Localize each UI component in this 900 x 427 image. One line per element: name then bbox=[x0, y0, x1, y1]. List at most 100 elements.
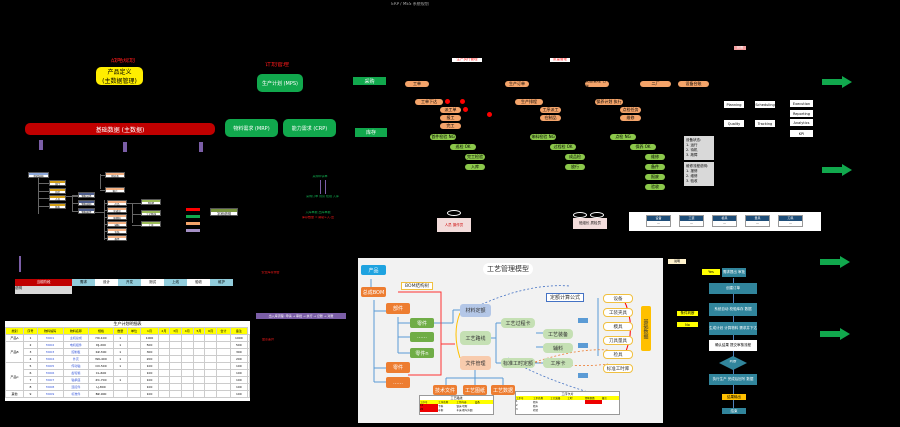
mrp-box[interactable]: 物料需求 (MRP) bbox=[225, 119, 278, 137]
model-file-mgmt[interactable]: 文件管理 bbox=[460, 356, 491, 370]
phase-item[interactable]: 设计 bbox=[95, 279, 118, 286]
tree-node[interactable]: 包装 bbox=[107, 228, 127, 234]
model-green-1[interactable]: 零件 bbox=[410, 318, 434, 328]
tree-node[interactable]: 客户 bbox=[105, 187, 125, 193]
tree-node[interactable]: 岗位 bbox=[49, 187, 66, 194]
flow-step-4[interactable]: 生成计划 计算物料 需求并下达 bbox=[709, 322, 757, 335]
tree-node[interactable]: 角色 bbox=[49, 202, 66, 209]
purchase-tag[interactable]: 采购 bbox=[353, 77, 386, 85]
crp-box[interactable]: 能力需求 (CRP) bbox=[283, 119, 336, 137]
model-green-3[interactable]: 零件n bbox=[410, 348, 434, 358]
flow-green-pill[interactable]: 保养 OK bbox=[630, 144, 656, 150]
model-output-3[interactable]: 工艺数据 bbox=[491, 385, 515, 395]
flow-gold-step[interactable]: 结果输出 bbox=[722, 394, 746, 400]
model-standard-hours[interactable]: 标准工时定额 bbox=[501, 358, 535, 368]
flow-step-5[interactable]: 确认结果 提交审核流程 bbox=[709, 340, 757, 351]
tree-node[interactable]: 备件 bbox=[107, 235, 127, 241]
tree-node[interactable]: 辅料 bbox=[107, 221, 127, 227]
module-card[interactable]: 模具— bbox=[712, 215, 737, 227]
flow-green-pill[interactable]: 巡检 OK bbox=[450, 144, 476, 150]
flow-pill[interactable]: 维修 bbox=[620, 115, 641, 121]
model-part-2[interactable]: 零件 bbox=[386, 362, 410, 373]
process-box[interactable]: Quality bbox=[724, 120, 744, 127]
flow-pill[interactable]: 点检任务 bbox=[620, 107, 641, 113]
tree-node[interactable]: 供应商 bbox=[105, 172, 125, 178]
mps-box[interactable]: 生产计划 (MPS) bbox=[257, 74, 303, 92]
flow-green-pill[interactable]: 首件检验 NG bbox=[430, 134, 456, 140]
flow-pill[interactable]: 派工单 bbox=[440, 107, 461, 113]
flow-decision[interactable] bbox=[719, 356, 747, 370]
model-equipment-res[interactable]: 工艺装备 bbox=[543, 329, 573, 339]
flow-step-3[interactable]: 系统自动 校验库存 数据 bbox=[709, 303, 757, 316]
tree-node[interactable]: 工艺路线 bbox=[141, 210, 161, 216]
model-resource-item[interactable]: 刀具量具 bbox=[603, 336, 633, 345]
flow-pill[interactable]: 完工 bbox=[440, 123, 461, 129]
model-resource-item[interactable]: 模具 bbox=[603, 322, 633, 331]
process-box[interactable]: Analytics bbox=[790, 119, 813, 126]
flow-green-pill[interactable]: 报废 bbox=[645, 174, 665, 180]
model-material-quota[interactable]: 材料定额 bbox=[460, 304, 491, 317]
flow-column-head[interactable]: 设备管理 台账 bbox=[585, 78, 609, 89]
tree-node[interactable]: 部门 bbox=[49, 180, 66, 186]
pill-plant2[interactable]: 二厂 bbox=[640, 81, 671, 87]
model-output-1[interactable]: 技术文件 bbox=[433, 385, 457, 395]
flow-green-pill[interactable]: 过程检 OK bbox=[550, 144, 576, 150]
module-card[interactable]: 设备— bbox=[646, 215, 671, 227]
tree-node[interactable]: 产品 bbox=[107, 200, 127, 206]
flow-green-pill[interactable]: 验收 bbox=[645, 184, 665, 190]
module-card[interactable]: 刀具— bbox=[778, 215, 803, 227]
tree-node[interactable]: BOM bbox=[141, 199, 161, 205]
phase-active[interactable]: 当前阶段 bbox=[15, 279, 72, 286]
flow-column-head[interactable]: 工单 bbox=[405, 81, 429, 87]
flow-column-head[interactable]: 生产订单 bbox=[505, 81, 529, 87]
phase-item[interactable]: 上线 bbox=[164, 279, 187, 286]
model-green-2[interactable]: …… bbox=[410, 332, 434, 342]
model-top-bom[interactable]: 总成BOM bbox=[361, 287, 386, 297]
model-resource-item[interactable]: 检具 bbox=[603, 350, 633, 359]
model-output-2[interactable]: 工艺图纸 bbox=[463, 385, 487, 395]
model-op-card[interactable]: 工序卡 bbox=[543, 358, 573, 368]
model-part-3[interactable]: …… bbox=[386, 377, 410, 388]
tree-node[interactable]: 组织结构 bbox=[28, 172, 49, 178]
phase-item[interactable]: 维护 bbox=[210, 279, 233, 286]
flow-pill[interactable]: 保养计划 执行 bbox=[595, 99, 623, 105]
phase-item[interactable]: 需求 bbox=[72, 279, 95, 286]
tree-node[interactable]: 物料编码 bbox=[78, 200, 95, 206]
flow-pill[interactable]: 在制品 bbox=[540, 115, 561, 121]
phase-item[interactable]: 验收 bbox=[187, 279, 210, 286]
model-aux-material[interactable]: 辅料 bbox=[543, 343, 573, 353]
process-box[interactable]: Execution bbox=[790, 100, 813, 107]
phase-item[interactable]: 测试 bbox=[141, 279, 164, 286]
product-definition-box[interactable]: 产品定义 (主数据管理) bbox=[96, 67, 143, 85]
flow-step-1[interactable]: 需求提出 审批 bbox=[722, 268, 746, 277]
model-resource-item[interactable]: 标准工时库 bbox=[603, 364, 633, 373]
phase-item[interactable]: 开发 bbox=[118, 279, 141, 286]
tree-node[interactable]: 半成品 bbox=[107, 207, 127, 213]
model-part-1[interactable]: 部件 bbox=[386, 303, 410, 314]
process-box[interactable]: Reporting bbox=[790, 110, 813, 117]
flow-green-pill[interactable]: 点检 NG bbox=[610, 134, 636, 140]
tree-node[interactable]: 物料属性 bbox=[78, 208, 95, 214]
flow-green-pill[interactable]: 备件 bbox=[645, 164, 665, 170]
model-resource-item[interactable]: 工装夹具 bbox=[603, 308, 633, 317]
tree-node[interactable]: 原材料 bbox=[107, 214, 127, 220]
flow-green-pill[interactable]: 成品检 bbox=[565, 154, 585, 160]
model-resource-item[interactable]: 设备 bbox=[603, 294, 633, 303]
flow-green-pill[interactable]: 入库 bbox=[465, 164, 485, 170]
process-box[interactable]: Tracking bbox=[755, 120, 775, 127]
module-card[interactable]: 工装— bbox=[679, 215, 704, 227]
flow-green-pill[interactable]: 来料检验 NG bbox=[530, 134, 556, 140]
flow-pill[interactable]: 工单下达 bbox=[415, 99, 443, 105]
flow-step-7[interactable]: 执行生产 完成后回写 数据 bbox=[709, 374, 757, 385]
